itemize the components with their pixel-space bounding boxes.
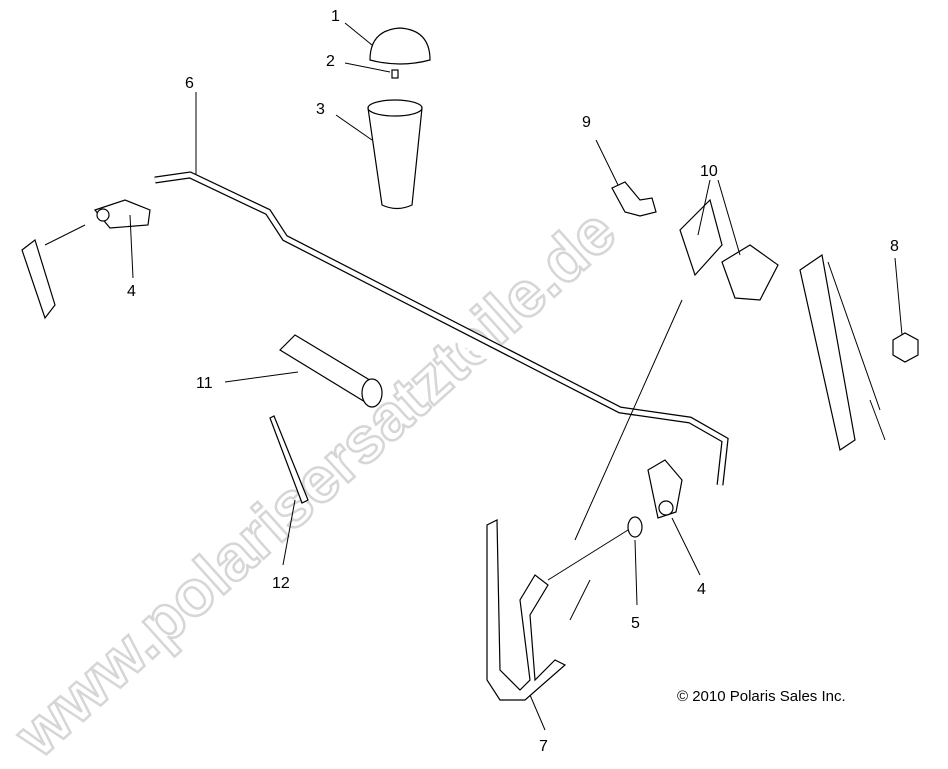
leader-lines bbox=[129, 22, 903, 731]
copyright: © 2010 Polaris Sales Inc. bbox=[677, 688, 846, 705]
nut bbox=[892, 332, 919, 363]
callout-12: 12 bbox=[272, 575, 290, 592]
callout-3: 3 bbox=[316, 101, 325, 118]
callout-9: 9 bbox=[582, 114, 591, 131]
callout-8: 8 bbox=[890, 238, 899, 255]
callout-5: 5 bbox=[631, 615, 640, 632]
shift-rod bbox=[154, 171, 729, 486]
knob-cap bbox=[369, 27, 431, 65]
bolt bbox=[611, 181, 657, 217]
screw bbox=[391, 69, 399, 79]
cotter-pin bbox=[269, 415, 309, 504]
callout-4-right: 4 bbox=[697, 581, 706, 598]
lever-left bbox=[21, 238, 56, 320]
bushing-b bbox=[721, 244, 779, 301]
callout-10: 10 bbox=[700, 163, 718, 180]
clip-right bbox=[647, 459, 683, 519]
callout-4-left: 4 bbox=[127, 283, 136, 300]
shift-lever bbox=[486, 519, 567, 701]
callout-7: 7 bbox=[539, 738, 548, 755]
shift-knob bbox=[367, 100, 423, 210]
callout-11: 11 bbox=[196, 375, 213, 392]
callout-6: 6 bbox=[185, 75, 194, 92]
shift-rod-inner bbox=[154, 172, 728, 486]
clip-left bbox=[93, 199, 151, 229]
washer bbox=[627, 516, 643, 538]
bushing-a bbox=[679, 198, 723, 277]
callout-1: 1 bbox=[331, 8, 340, 25]
callout-2: 2 bbox=[326, 53, 335, 70]
bracket-plate bbox=[799, 253, 856, 451]
